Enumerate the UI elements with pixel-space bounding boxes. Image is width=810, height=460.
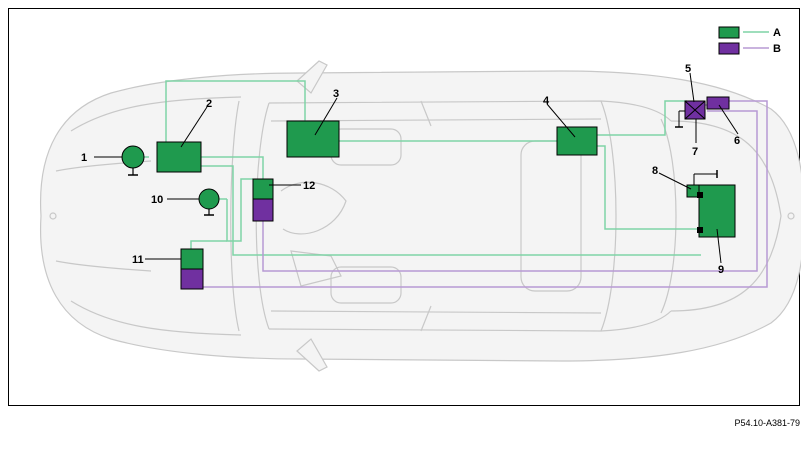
label-5: 5: [685, 63, 691, 75]
component-5-7: [675, 100, 706, 128]
label-12: 12: [303, 180, 315, 192]
label-4: 4: [543, 95, 550, 107]
leader-lines: [94, 72, 739, 264]
label-7: 7: [692, 146, 698, 158]
legend-label-b: B: [773, 43, 781, 55]
component-9: [697, 184, 736, 238]
legend-item-b: B: [718, 42, 781, 55]
label-11: 11: [132, 254, 144, 266]
vehicle-network-diagram: 1 2 3 4 5 6 7 8 9 10 11 12 A B: [39, 26, 801, 372]
car-outline: [39, 60, 801, 372]
component-4: [556, 126, 598, 156]
component-3: [286, 120, 340, 158]
label-9: 9: [718, 264, 724, 276]
bus-a-wires: [131, 80, 701, 256]
label-6: 6: [734, 135, 740, 147]
label-2: 2: [206, 98, 212, 110]
label-10: 10: [151, 194, 163, 206]
label-3: 3: [333, 88, 339, 100]
component-12: [252, 178, 274, 222]
legend-item-a: A: [718, 26, 781, 39]
label-8: 8: [652, 165, 658, 177]
component-11: [180, 248, 204, 290]
component-6: [706, 96, 730, 110]
component-2: [156, 141, 202, 173]
label-1: 1: [81, 152, 87, 164]
legend: A B: [718, 26, 781, 55]
legend-label-a: A: [773, 27, 781, 39]
diagram-frame: 1 2 3 4 5 6 7 8 9 10 11 12 A B: [8, 8, 801, 406]
figure-reference: P54.10-A381-79: [734, 418, 800, 428]
